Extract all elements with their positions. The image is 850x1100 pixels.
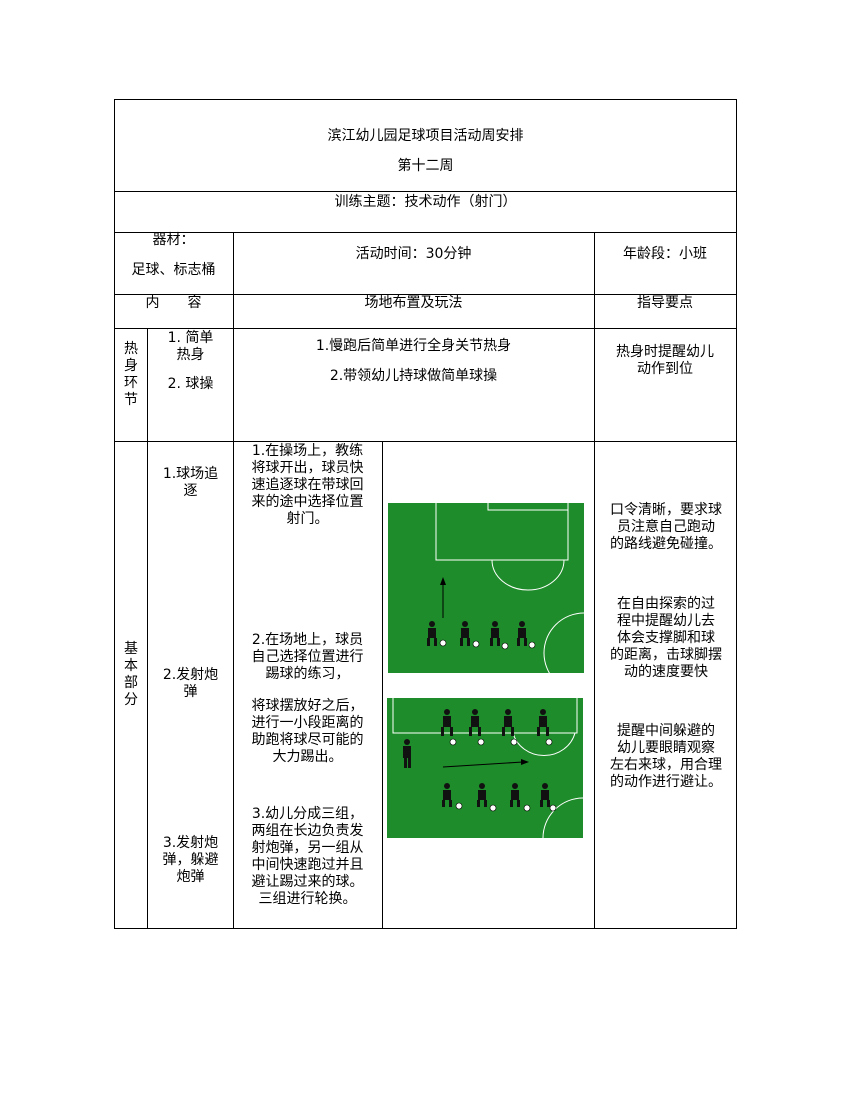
table-border-bottom [114, 928, 737, 929]
age-group: 年龄段：小班 [623, 246, 707, 262]
col-header-content: 内 容 [145, 295, 202, 311]
col-header-layout: 场地布置及玩法 [364, 295, 463, 311]
row-divider [114, 191, 737, 192]
field-diagram-dodging [387, 698, 583, 838]
col-divider [233, 232, 234, 929]
row-divider [114, 441, 737, 442]
table-border-right [736, 99, 737, 929]
warmup-guide: 热身时提醒幼儿 动作到位 [616, 344, 714, 377]
basic-item-2-desc: 2.在场地上，球员 自己选择位置进行 踢球的练习， [251, 632, 364, 682]
col-divider [594, 232, 595, 929]
col-divider [382, 441, 383, 929]
table-border-left [114, 99, 115, 929]
basic-item-3-desc: 3.幼儿分成三组， 两组在长边负责发 射炮弹，另一组从 中间快速跑过并且 避让踢… [251, 806, 364, 907]
equipment-label: 器材： [152, 232, 195, 248]
warmup-section-label: 热身环节 [124, 341, 138, 408]
basic-section-label: 基本部分 [124, 641, 138, 708]
table-border-top [114, 99, 737, 100]
col-divider [147, 328, 148, 929]
basic-item-3-name: 3.发射炮 弹，躲避 炮弹 [162, 835, 219, 885]
warmup-item-simple: 1. 简单 热身 [167, 330, 214, 363]
week-label: 第十二周 [397, 158, 454, 174]
warmup-item-ball: 2. 球操 [167, 376, 214, 392]
basic-item-1-name: 1.球场追 逐 [162, 466, 219, 499]
basic-item-2-desc-extra: 将球摆放好之后， 进行一小段距离的 助跑将球尽可能的 大力踢出。 [251, 698, 364, 765]
basic-item-2-guide: 在自由探索的过 程中提醒幼儿去 体会支撑脚和球 的距离，击球脚摆 动的速度要快 [610, 596, 722, 680]
col-header-guide: 指导要点 [637, 295, 693, 311]
row-divider [114, 232, 737, 233]
equipment-value: 足球、标志桶 [131, 262, 216, 278]
row-divider [114, 328, 737, 329]
basic-item-3-guide: 提醒中间躲避的 幼儿要眼睛观察 左右来球，用合理 的动作进行避让。 [610, 723, 722, 790]
row-divider [114, 294, 737, 295]
basic-item-1-desc: 1.在操场上，教练 将球开出，球员快 速追逐球在带球回 来的途中选择位置 射门。 [251, 443, 364, 527]
warmup-desc-1: 1.慢跑后简单进行全身关节热身 [315, 338, 512, 354]
activity-time: 活动时间：30分钟 [355, 246, 472, 262]
basic-item-2-name: 2.发射炮 弹 [162, 667, 219, 700]
field-diagram-shooting [388, 503, 584, 673]
warmup-desc-2: 2.带领幼儿持球做简单球操 [329, 368, 498, 384]
training-theme: 训练主题：技术动作（射门） [334, 194, 517, 210]
basic-item-1-guide: 口令清晰，要求球 员注意自己跑动 的路线避免碰撞。 [610, 502, 722, 552]
page-title: 滨江幼儿园足球项目活动周安排 [327, 128, 524, 144]
